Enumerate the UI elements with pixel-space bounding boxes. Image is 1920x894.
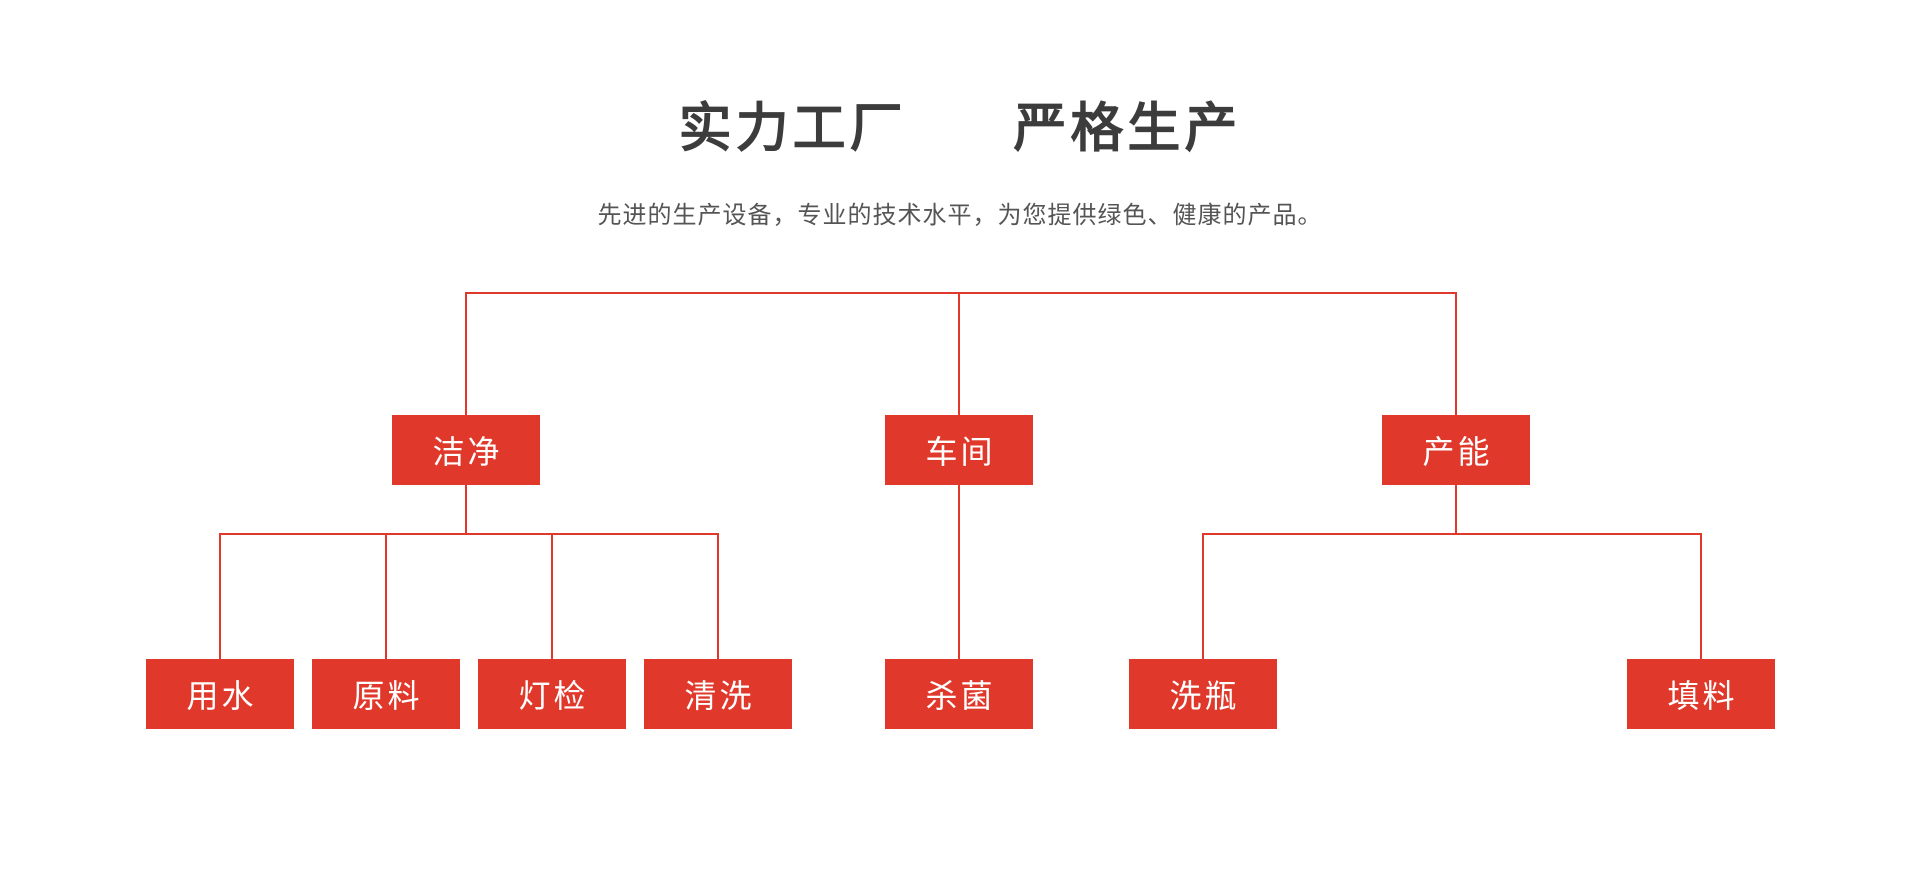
tree-node-xiping: 洗瓶: [1129, 659, 1277, 729]
tree-node-jiejing: 洁净: [392, 415, 540, 485]
tree-node-qingxi: 清洗: [644, 659, 792, 729]
tree-node-chejian: 车间: [885, 415, 1033, 485]
tree-node-yuanliao: 原料: [312, 659, 460, 729]
page-title-left: 实力工厂: [678, 99, 907, 158]
tree-node-tianliao: 填料: [1627, 659, 1775, 729]
tree-node-dengjian: 灯检: [478, 659, 626, 729]
page-title-right: 严格生产: [1013, 99, 1242, 158]
tree-node-channeng: 产能: [1382, 415, 1530, 485]
tree-node-shajun: 杀菌: [885, 659, 1033, 729]
page-subtitle: 先进的生产设备，专业的技术水平，为您提供绿色、健康的产品。: [597, 202, 1323, 229]
tree-node-yongshui: 用水: [146, 659, 294, 729]
page-title: 实力工厂 严格生产: [0, 96, 1920, 162]
